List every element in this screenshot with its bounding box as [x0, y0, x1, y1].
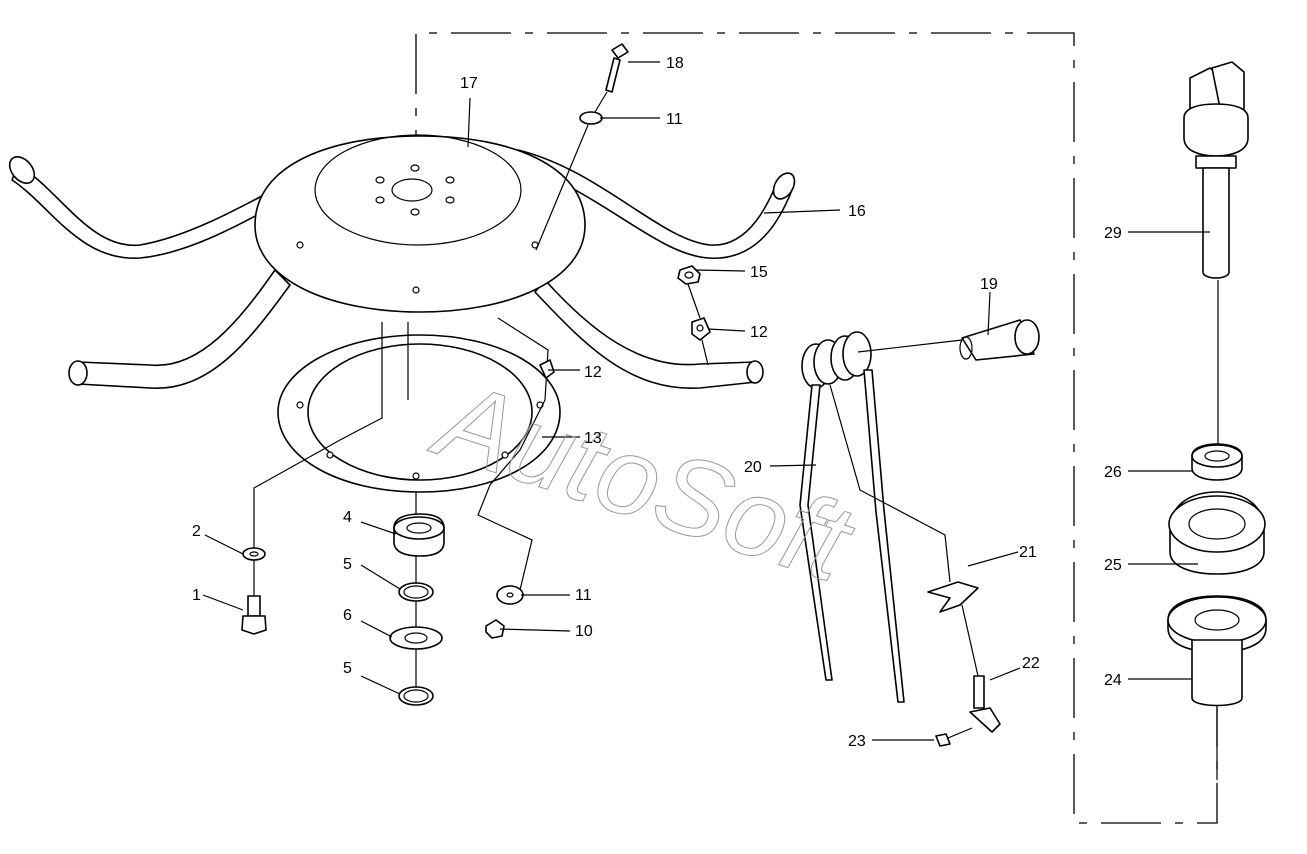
clip-21 [927, 581, 979, 613]
bearing-26 [1191, 443, 1243, 481]
seal-5a [398, 582, 434, 602]
callout-1: 1 [192, 587, 201, 604]
boundary-line [415, 32, 1218, 824]
callout-2: 2 [192, 523, 201, 540]
spring-tine [799, 331, 905, 703]
callout-24: 24 [1104, 672, 1122, 689]
callout-26: 26 [1104, 464, 1122, 481]
bracket-12-left [539, 359, 555, 379]
clamp-ring [277, 334, 561, 493]
bolt-18 [594, 43, 629, 113]
callout-20: 20 [744, 459, 762, 476]
washer-11-top [579, 111, 603, 125]
callout-16: 16 [848, 203, 866, 220]
hub-disc [254, 134, 586, 313]
callout-25: 25 [1104, 557, 1122, 574]
pin-19 [959, 319, 1040, 361]
bolt-1 [241, 595, 267, 635]
callout-12-right: 12 [750, 324, 768, 341]
callout-19: 19 [980, 276, 998, 293]
lock-washer-2 [242, 547, 266, 561]
callout-23: 23 [848, 733, 866, 750]
shaft-29 [1183, 61, 1249, 279]
callout-13: 13 [584, 430, 602, 447]
callout-labels: 2 1 4 5 6 5 10 11 11 12 12 13 15 16 17 1… [192, 55, 1122, 750]
callout-11-top: 11 [666, 111, 683, 128]
flange-hub-24 [1167, 595, 1267, 707]
callout-21: 21 [1019, 544, 1037, 561]
watermark-text: AutoSoft [419, 356, 868, 607]
callout-10: 10 [575, 623, 593, 640]
bolt-22 [969, 675, 1001, 733]
callout-18: 18 [666, 55, 684, 72]
nut-10 [485, 619, 505, 639]
callout-11-bottom: 11 [575, 587, 592, 604]
callout-22: 22 [1022, 655, 1040, 672]
washer-11-bottom [496, 585, 524, 605]
callout-5-upper: 5 [343, 556, 352, 573]
bevel-gear-25 [1168, 491, 1266, 575]
seal-5b [398, 686, 434, 706]
callout-15: 15 [750, 264, 768, 281]
bearing-4 [393, 513, 445, 557]
washer-6 [389, 626, 443, 650]
callout-17: 17 [460, 75, 478, 92]
bracket-12 [691, 317, 711, 341]
callout-12-left: 12 [584, 364, 602, 381]
callout-leaders [202, 61, 1210, 741]
callout-5-lower: 5 [343, 660, 352, 677]
callout-29: 29 [1104, 225, 1122, 242]
screw-23 [935, 733, 951, 747]
callout-4: 4 [343, 509, 352, 526]
callout-6: 6 [343, 607, 352, 624]
nut-15 [677, 265, 701, 285]
